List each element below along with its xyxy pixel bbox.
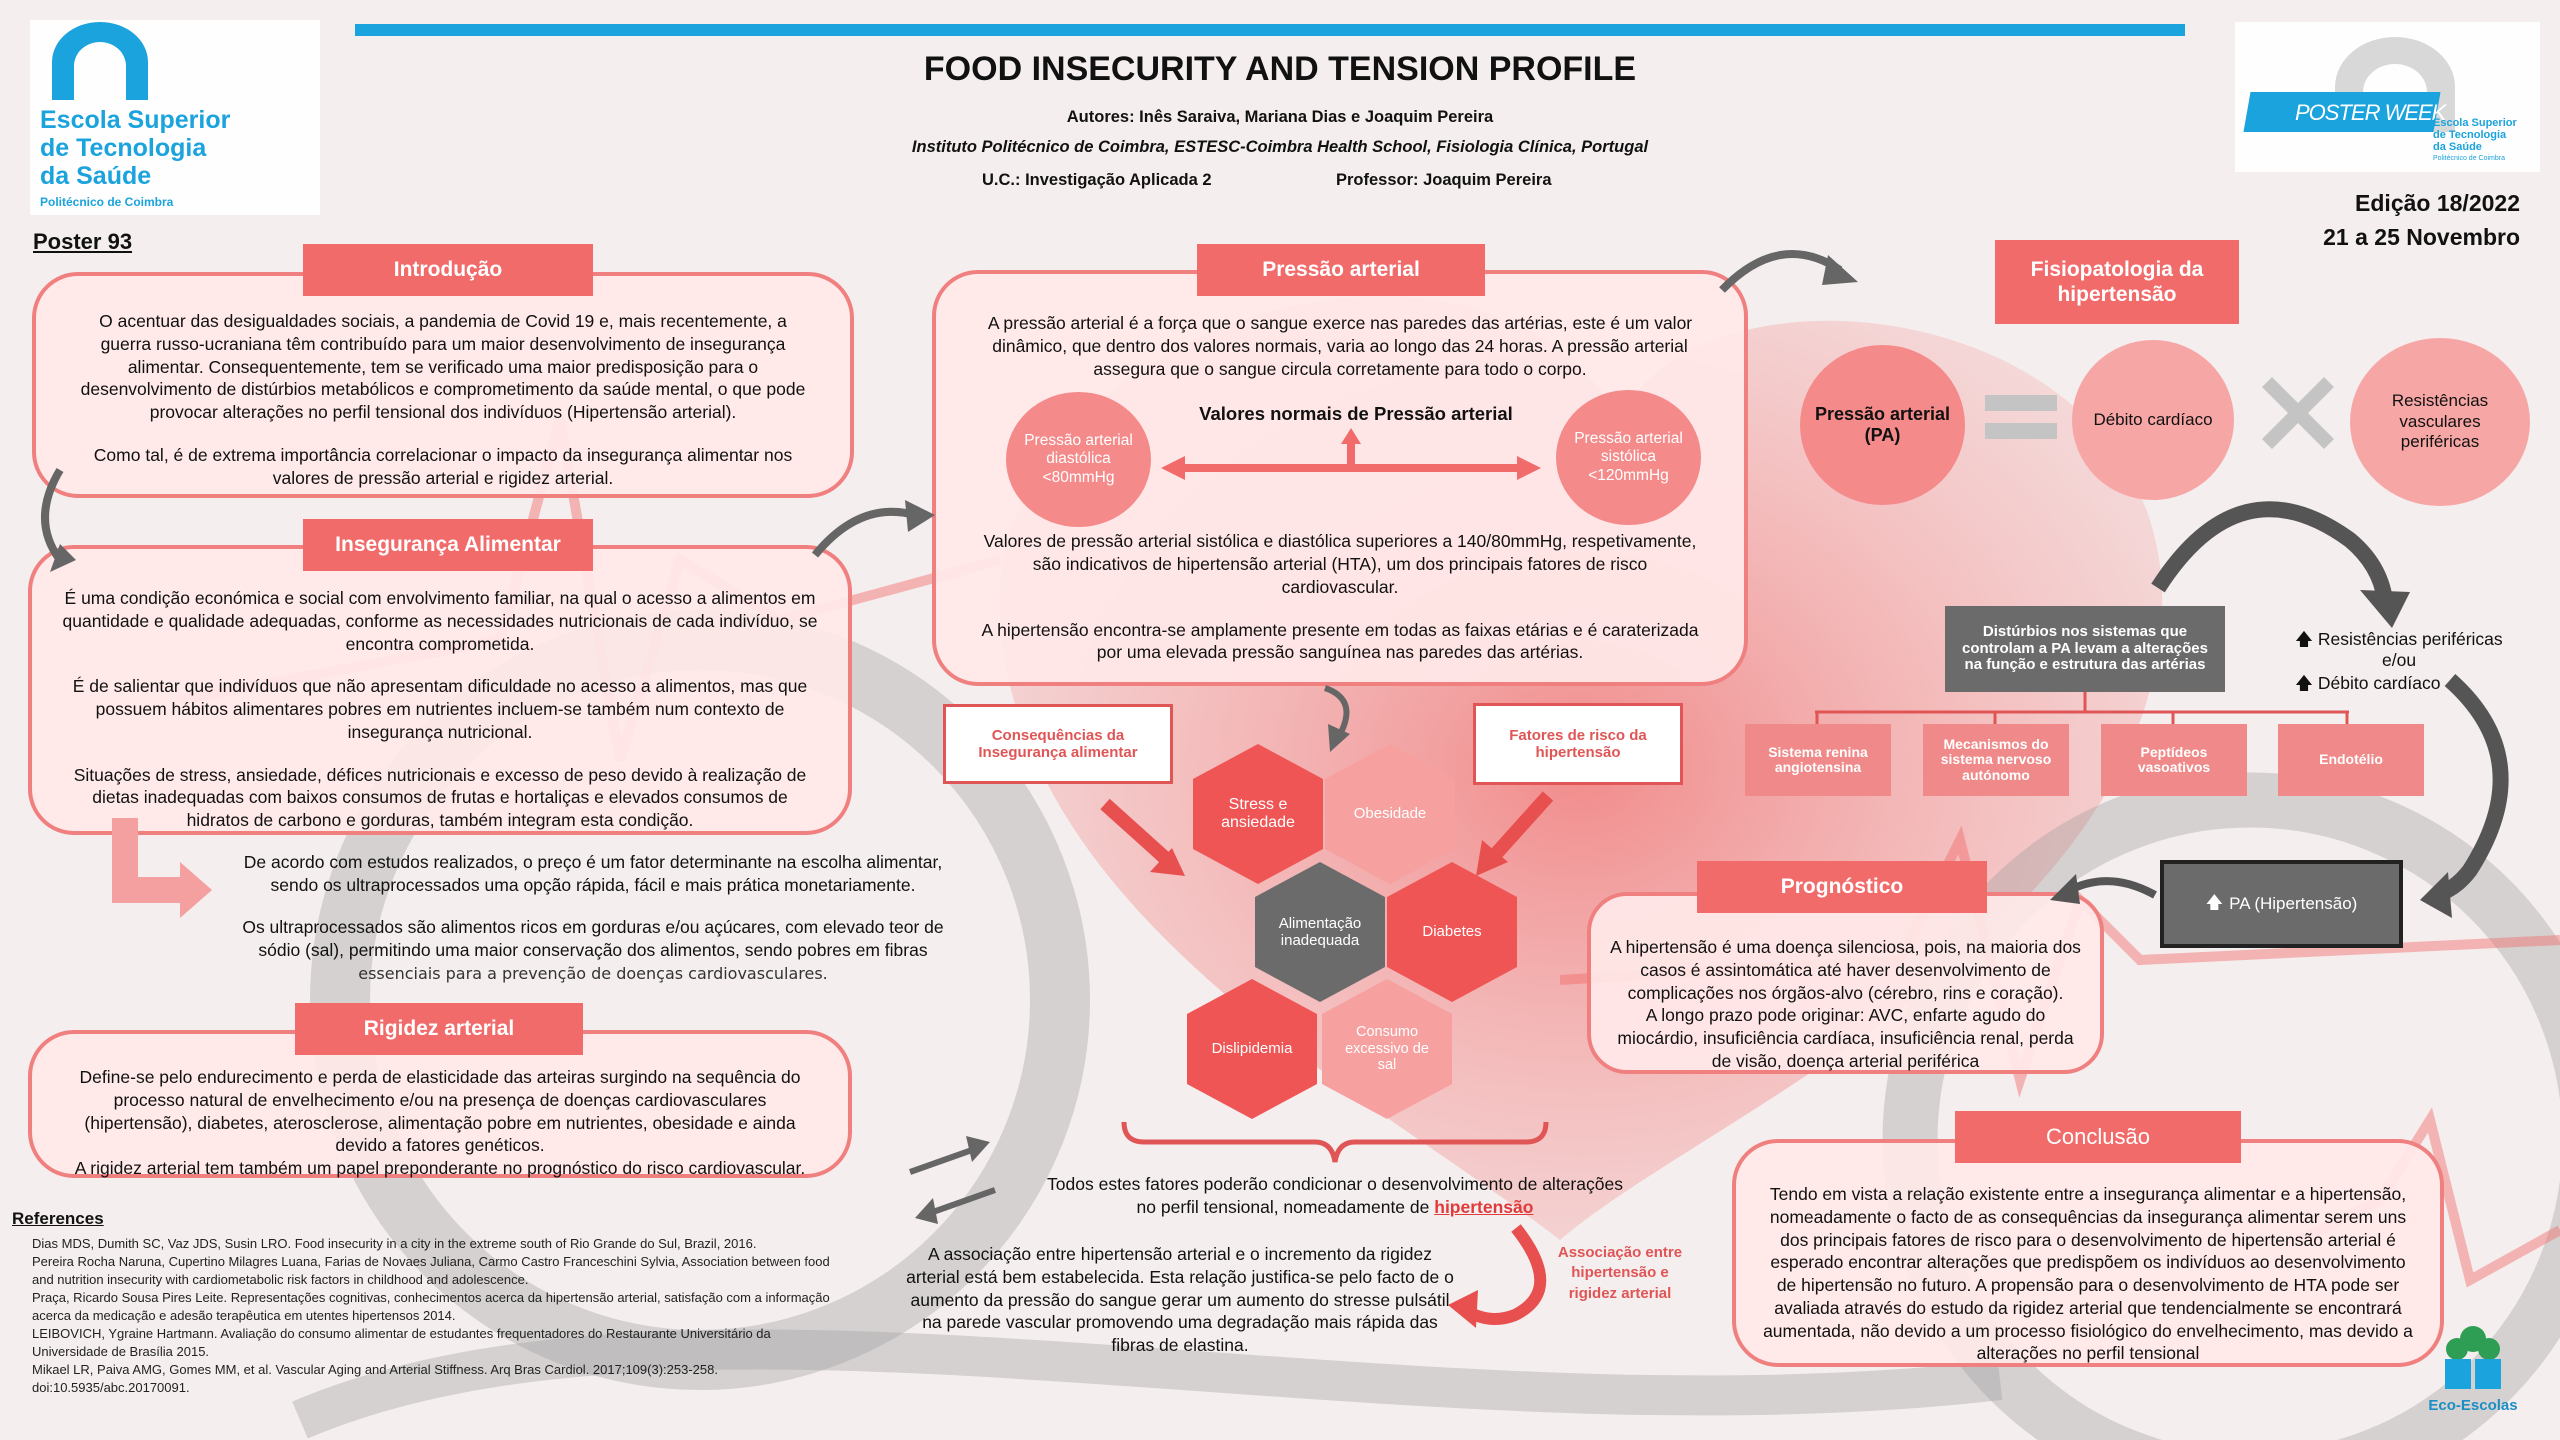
prognosis-paragraph-1: A hipertensão é uma doença silenciosa, p…	[1610, 937, 2081, 1003]
renin-angiotensin-box: Sistema renina angiotensina	[1745, 724, 1891, 796]
increase-resistance: 🡅 Resistências periféricas	[2295, 627, 2503, 657]
top-accent-bar	[355, 24, 2185, 36]
cardiac-output-circle: Débito cardíaco	[2072, 340, 2234, 500]
conclusion-panel: Tendo em vista a relação existente entre…	[1732, 1139, 2444, 1367]
reference-4: LEIBOVICH, Ygraine Hartmann. Avaliação d…	[32, 1325, 771, 1359]
poster-number: Poster 93	[33, 229, 133, 254]
insecurity-consequences-box: Consequências da Insegurança alimentar	[943, 704, 1173, 784]
school-logo: Escola Superior de Tecnologia da Saúde P…	[30, 20, 320, 215]
intro-paragraph-1: O acentuar das desigualdades sociais, a …	[80, 311, 806, 422]
prognosis-paragraph-2: A longo prazo pode originar: AVC, enfart…	[1617, 1005, 2074, 1071]
pathophysiology-title: Fisiopatologia da hipertensão	[1995, 240, 2239, 324]
price-paragraph-1: De acordo com estudos realizados, o preç…	[243, 852, 943, 895]
intro-paragraph-2: Como tal, é de extrema importância corre…	[93, 444, 793, 488]
hypertension-risk-factors-box: Fatores de risco da hipertensão	[1473, 703, 1683, 785]
stiffness-paragraph-2: A rigidez arterial tem também um papel p…	[74, 1158, 806, 1178]
prognosis-title: Prognóstico	[1697, 861, 1987, 913]
reference-1: Dias MDS, Dumith SC, Vaz JDS, Susin LRO.…	[32, 1236, 757, 1251]
reference-3: Praça, Ricardo Sousa Pires Leite. Repres…	[32, 1289, 830, 1323]
pa-hypertension-box: 🡅 PA (Hipertensão)	[2160, 860, 2403, 948]
normal-values-diagram: Pressão arterial diastólica <80mmHg Pres…	[976, 380, 1704, 530]
association-paragraph: A associação entre hipertensão arterial …	[906, 1244, 1454, 1355]
eco-escolas-logo: Eco-Escolas	[2418, 1325, 2528, 1420]
systolic-circle: Pressão arterial sistólica <120mmHg	[1556, 390, 1701, 526]
and-or-label: e/ou	[2382, 650, 2417, 670]
intro-panel: O acentuar das desigualdades sociais, a …	[32, 272, 854, 498]
authors: Autores: Inês Saraiva, Mariana Dias e Jo…	[1066, 108, 1494, 126]
endothelium-box: Endotélio	[2278, 724, 2424, 796]
vasoactive-peptides-box: Peptídeos vasoativos	[2101, 724, 2247, 796]
insecurity-paragraph-3: Situações de stress, ansiedade, défices …	[73, 764, 807, 831]
up-arrow-icon: 🡅	[2295, 673, 2313, 693]
poster-week-school3: da Saúde	[2433, 141, 2482, 153]
professor: Professor: Joaquim Pereira	[1336, 171, 1552, 189]
increase-output: 🡅 Débito cardíaco	[2295, 671, 2440, 701]
course-unit: U.C.: Investigação Aplicada 2	[982, 171, 1212, 189]
equals-icon	[1985, 395, 2057, 439]
school-subname: Politécnico de Coimbra	[40, 195, 174, 209]
pa-circle: Pressão arterial (PA)	[1800, 345, 1965, 505]
vascular-resistance-circle: Resistências vasculares periféricas	[2350, 338, 2530, 506]
blood-pressure-panel: A pressão arterial é a força que o sangu…	[932, 270, 1748, 686]
prognosis-panel: A hipertensão é uma doença silenciosa, p…	[1587, 892, 2104, 1074]
school-name-line1: Escola Superior	[40, 106, 231, 134]
normal-values-label: Valores normais de Pressão arterial	[1199, 403, 1513, 425]
references-title: References	[12, 1209, 104, 1228]
eco-escolas-label: Eco-Escolas	[2428, 1397, 2518, 1414]
pressure-paragraph-3: A hipertensão encontra-se amplamente pre…	[981, 619, 1699, 663]
food-insecurity-panel: É uma condição económica e social com en…	[28, 545, 852, 835]
poster-week-sub: Politécnico de Coimbra	[2433, 155, 2505, 162]
reference-5: Mikael LR, Paiva AMG, Gomes MM, et al. V…	[32, 1361, 718, 1395]
edition: Edição 18/2022	[2355, 190, 2520, 216]
association-label: Associação entre hipertensão e rigidez a…	[1557, 1244, 1683, 1302]
poster-week-school2: de Tecnologia	[2433, 129, 2507, 141]
double-arrow-icon	[1161, 428, 1541, 481]
school-name-line3: da Saúde	[40, 162, 152, 190]
diastolic-circle: Pressão arterial diastólica <80mmHg	[1006, 392, 1151, 528]
up-arrow-icon: 🡅	[2295, 629, 2313, 649]
poster-week-school1: Escola Superior	[2433, 117, 2517, 129]
page-title: FOOD INSECURITY AND TENSION PROFILE	[923, 50, 1637, 88]
conclusion-paragraph: Tendo em vista a relação existente entre…	[1763, 1184, 2413, 1364]
pressure-paragraph-1: A pressão arterial é a força que o sangu…	[987, 313, 1693, 379]
multiply-icon	[2262, 377, 2334, 449]
up-arrow-icon: 🡅	[2205, 892, 2224, 912]
increase-output-label: Débito cardíaco	[2317, 673, 2441, 693]
school-name-line2: de Tecnologia	[40, 134, 207, 162]
arterial-stiffness-title: Rigidez arterial	[295, 1003, 583, 1055]
price-paragraph-2: Os ultraprocessados são alimentos ricos …	[228, 916, 958, 984]
pressure-paragraph-2: Valores de pressão arterial sistólica e …	[983, 531, 1697, 597]
conclusion-title: Conclusão	[1955, 1111, 2241, 1163]
all-factors-text: Todos estes fatores poderão condicionar …	[1040, 1173, 1630, 1219]
reference-2: Pereira Rocha Naruna, Cupertino Milagres…	[32, 1253, 830, 1287]
poster-week-arch-icon	[2335, 37, 2455, 132]
brace-shape	[1121, 1121, 1549, 1163]
intro-title: Introdução	[303, 244, 593, 296]
increase-resistance-label: Resistências periféricas	[2317, 629, 2503, 649]
autonomic-nervous-box: Mecanismos do sistema nervoso autónomo	[1923, 724, 2069, 796]
pa-hypertension-label: PA (Hipertensão)	[2229, 894, 2358, 913]
references-list: Dias MDS, Dumith SC, Vaz JDS, Susin LRO.…	[32, 1235, 842, 1396]
dates: 21 a 25 Novembro	[2323, 224, 2520, 250]
price-paragraph-2a: Os ultraprocessados são alimentos ricos …	[242, 917, 944, 960]
disturbances-box: Distúrbios nos sistemas que controlam a …	[1945, 606, 2225, 692]
hypertension-link[interactable]: hipertensão	[1434, 1196, 1534, 1217]
insecurity-paragraph-1: É uma condição económica e social com en…	[62, 588, 818, 654]
price-paragraph-2b: essenciais para a prevenção de doenças c…	[358, 963, 828, 983]
stiffness-paragraph-1: Define-se pelo endurecimento e perda de …	[79, 1067, 801, 1156]
blood-pressure-title: Pressão arterial	[1197, 244, 1485, 296]
eco-tree-icon	[2445, 1326, 2501, 1389]
all-factors-sentence: Todos estes fatores poderão condicionar …	[1047, 1174, 1623, 1217]
school-logo-arch-icon	[52, 22, 148, 100]
poster-week-label: POSTER WEEK	[2295, 100, 2446, 125]
poster-week-logo: POSTER WEEK Escola Superior de Tecnologi…	[2235, 22, 2540, 172]
food-insecurity-title: Insegurança Alimentar	[303, 519, 593, 571]
insecurity-paragraph-2: É de salientar que indivíduos que não ap…	[72, 676, 808, 742]
institution: Instituto Politécnico de Coimbra, ESTESC…	[911, 138, 1649, 156]
